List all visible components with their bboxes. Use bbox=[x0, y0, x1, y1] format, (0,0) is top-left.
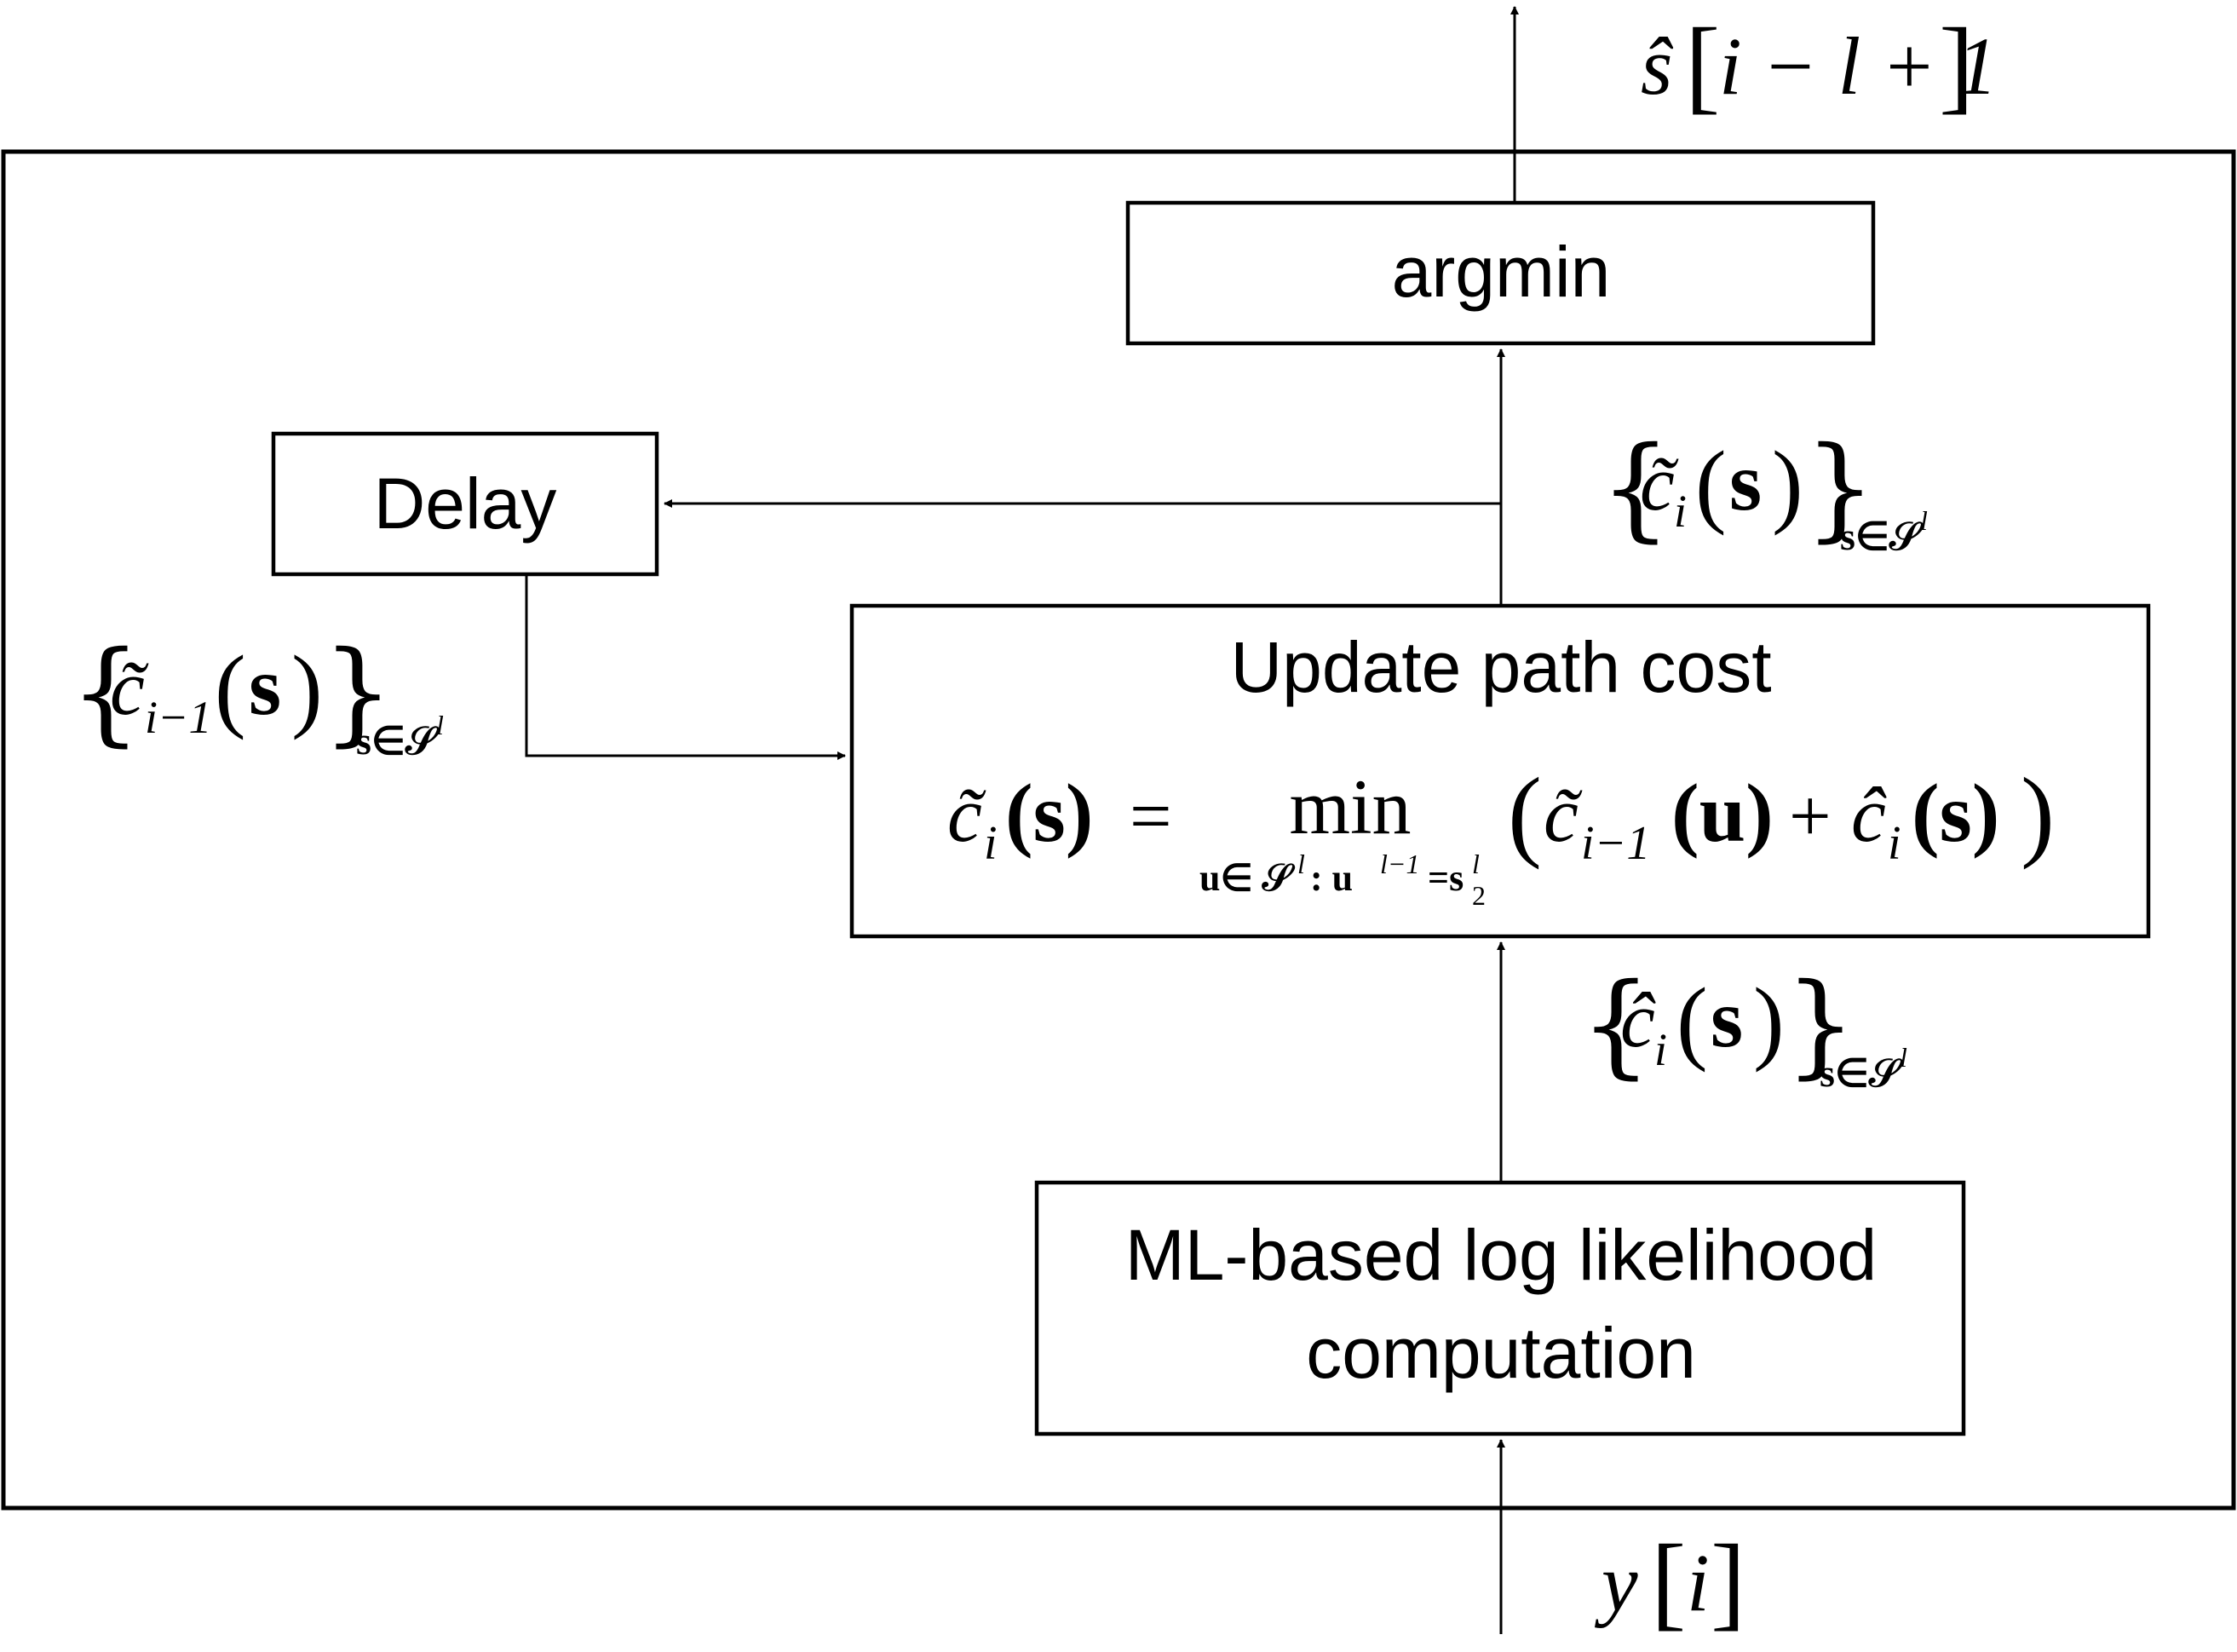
argmin-label: argmin bbox=[1392, 232, 1611, 312]
eq-under-a-sup: l bbox=[1297, 849, 1305, 879]
ml-log-likelihood-block: ML-based log likelihood computation bbox=[1034, 1180, 1966, 1436]
cost-hat-set-sup: l bbox=[1900, 1042, 1907, 1073]
cost-prev-left-brace: { bbox=[70, 627, 141, 758]
cost-prev-set-sup: l bbox=[436, 710, 444, 740]
eq-under-a: u∈ 𝒮 bbox=[1199, 857, 1296, 899]
eq-under-c-sub: 2 bbox=[1472, 880, 1486, 911]
cost-tilde-c: c̃ bbox=[1640, 440, 1679, 527]
cost-tilde-set: s∈𝒮 bbox=[1840, 515, 1924, 558]
previous-cost-set-label: { c̃ i−1 ( s ) } s∈𝒮 l bbox=[70, 627, 444, 763]
cost-hat-s: s bbox=[1711, 973, 1743, 1065]
eq-t2-c: ĉ bbox=[1851, 771, 1887, 858]
outer-frame bbox=[1, 149, 2236, 1511]
delay-block: Delay bbox=[271, 431, 659, 577]
cost-hat-set: s∈𝒮 bbox=[1820, 1051, 1904, 1095]
output-hat-s: ŝ bbox=[1641, 20, 1674, 112]
eq-min: min bbox=[1289, 763, 1411, 850]
cost-hat-right-brace: } bbox=[1785, 959, 1856, 1091]
cost-prev-lparen: ( bbox=[215, 636, 246, 740]
update-equation: c̃ i (s) = min u∈ 𝒮 l : u l−1 =s l 2 ( c… bbox=[947, 757, 2055, 911]
delay-label: Delay bbox=[374, 463, 557, 544]
updated-cost-set-label: { c̃ i ( s ) } s∈𝒮 l bbox=[1600, 423, 1928, 558]
cost-prev-right-brace: } bbox=[322, 627, 394, 758]
update-path-cost-block: Update path cost c̃ i (s) = min u∈ 𝒮 l :… bbox=[849, 603, 2151, 939]
eq-t1-arg: (u) bbox=[1671, 768, 1774, 860]
argmin-block: argmin bbox=[1125, 200, 1876, 346]
eq-under-c-sup: l bbox=[1472, 849, 1480, 879]
output-left-bracket: [ bbox=[1685, 7, 1720, 124]
eq-t1-c: c̃ bbox=[1544, 771, 1583, 858]
input-right-bracket: ] bbox=[1711, 1523, 1745, 1640]
eq-lhs-sub: i bbox=[984, 817, 998, 870]
cost-tilde-lparen: ( bbox=[1695, 432, 1727, 536]
eq-under-c: =s bbox=[1428, 857, 1464, 899]
cost-hat-lparen: ( bbox=[1676, 969, 1708, 1073]
cost-tilde-rparen: ) bbox=[1772, 432, 1803, 536]
input-left-bracket: [ bbox=[1651, 1523, 1686, 1640]
branch-cost-set-label: { ĉ i ( s ) } s∈𝒮 l bbox=[1580, 959, 1907, 1095]
eq-t1-sub: i−1 bbox=[1581, 817, 1650, 870]
eq-plus: + bbox=[1789, 775, 1832, 858]
cost-hat-rparen: ) bbox=[1753, 969, 1785, 1073]
cost-prev-sub: i−1 bbox=[145, 692, 211, 743]
eq-close-paren: ) bbox=[2021, 757, 2055, 870]
cost-prev-rparen: ) bbox=[291, 636, 323, 740]
output-index-expr: i − l + 1 bbox=[1719, 20, 1998, 112]
cost-hat-c: ĉ bbox=[1620, 976, 1656, 1063]
eq-t2-arg: (s) bbox=[1912, 768, 1999, 860]
input-index: i bbox=[1687, 1537, 1710, 1628]
cost-hat-sub: i bbox=[1654, 1024, 1667, 1075]
ml-block-line2: computation bbox=[1306, 1313, 1696, 1393]
cost-tilde-left-brace: { bbox=[1600, 423, 1671, 554]
cost-tilde-right-brace: } bbox=[1804, 423, 1876, 554]
update-path-cost-title: Update path cost bbox=[1230, 627, 1771, 707]
output-right-bracket: ] bbox=[1939, 7, 1974, 124]
cost-prev-s: s bbox=[249, 641, 281, 733]
cost-tilde-set-sup: l bbox=[1920, 505, 1928, 536]
eq-open-paren: ( bbox=[1508, 757, 1542, 870]
cost-tilde-sub: i bbox=[1674, 486, 1687, 537]
eq-equals: = bbox=[1130, 775, 1172, 858]
cost-prev-set: s∈𝒮 bbox=[356, 719, 440, 763]
arrow-delay-to-update bbox=[525, 574, 846, 760]
eq-t2-sub: i bbox=[1888, 817, 1901, 870]
cost-prev-c: c̃ bbox=[110, 644, 149, 731]
eq-lhs-arg: (s) bbox=[1005, 768, 1093, 860]
input-sample-label: y [ i ] bbox=[1594, 1523, 1745, 1640]
cost-hat-left-brace: { bbox=[1580, 959, 1652, 1091]
eq-lhs-c: c̃ bbox=[947, 771, 986, 858]
input-var-y: y bbox=[1594, 1537, 1638, 1628]
eq-under-b-sup: l−1 bbox=[1380, 849, 1419, 879]
ml-block-line1: ML-based log likelihood bbox=[1125, 1215, 1878, 1295]
output-symbol-label: ŝ [ i − l + 1 ] bbox=[1641, 7, 1998, 124]
eq-under-b: : u bbox=[1310, 857, 1353, 899]
eq-min-subscript: u∈ 𝒮 l : u l−1 =s l 2 bbox=[1199, 849, 1486, 911]
cost-tilde-s: s bbox=[1729, 436, 1762, 528]
